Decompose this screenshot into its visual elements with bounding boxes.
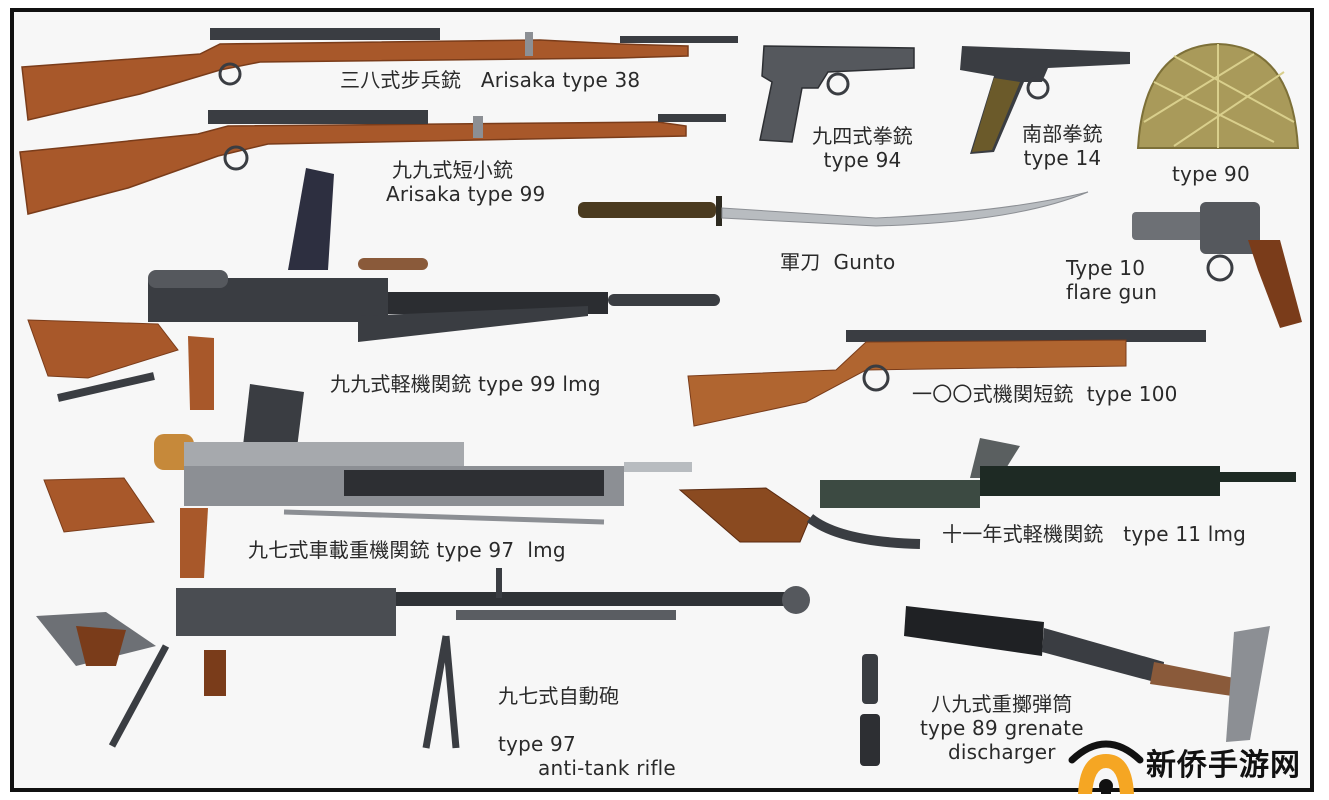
- label-type-97-anti-tank-rifle: 九七式自動砲 type 97 anti-tank rifle: [498, 684, 676, 780]
- label-type-97-lmg: 九七式車載重機関銃 type 97 lmg: [248, 538, 566, 562]
- arisaka-type-38-rifle-icon: [21, 28, 738, 121]
- type-100-smg-icon: [687, 330, 1206, 427]
- type-90-helmet-icon: [1136, 42, 1300, 149]
- label-type-11-lmg: 十一年式軽機関銃 type 11 lmg: [942, 522, 1247, 546]
- watermark-text: 新侨手游网: [1146, 748, 1301, 783]
- arisaka-type-99-rifle-icon: [19, 110, 726, 215]
- label-arisaka-type-99: 九九式短小銃 Arisaka type 99: [386, 158, 546, 206]
- label-type-89-grenade-discharger: 八九式重擲弾筒 type 89 grenate discharger: [920, 692, 1084, 764]
- label-type-10-flare-gun: Type 10 flare gun: [1066, 256, 1158, 304]
- gunto-sword-icon: [578, 191, 1089, 227]
- label-type-90: type 90: [1172, 162, 1250, 186]
- grenade-shells-icon: [860, 654, 880, 766]
- type-14-nambu-pistol-icon: [960, 46, 1130, 154]
- type-11-lmg-icon: [678, 438, 1296, 549]
- watermark-dome-icon: [1068, 740, 1144, 794]
- type-10-flare-gun-icon: [1132, 202, 1302, 328]
- type-89-grenade-discharger-icon: [904, 606, 1270, 742]
- type-97-vehicle-hmg-icon: [43, 384, 692, 578]
- type-97-anti-tank-rifle-icon: [36, 568, 810, 749]
- type-94-pistol-icon: [759, 45, 915, 143]
- label-type-14: 南部拳銃 type 14: [1022, 122, 1103, 170]
- label-arisaka-type-38: 三八式步兵銃 Arisaka type 38: [340, 68, 641, 92]
- label-type-99-lmg: 九九式軽機関銃 type 99 lmg: [330, 372, 601, 396]
- watermark-logo: 新侨手游网: [1068, 734, 1318, 794]
- label-type-94: 九四式拳銃 type 94: [812, 124, 913, 172]
- type-99-lmg-icon: [27, 168, 720, 410]
- label-type-100: 一〇〇式機関短銃 type 100: [912, 382, 1178, 406]
- label-gunto: 軍刀 Gunto: [780, 250, 896, 274]
